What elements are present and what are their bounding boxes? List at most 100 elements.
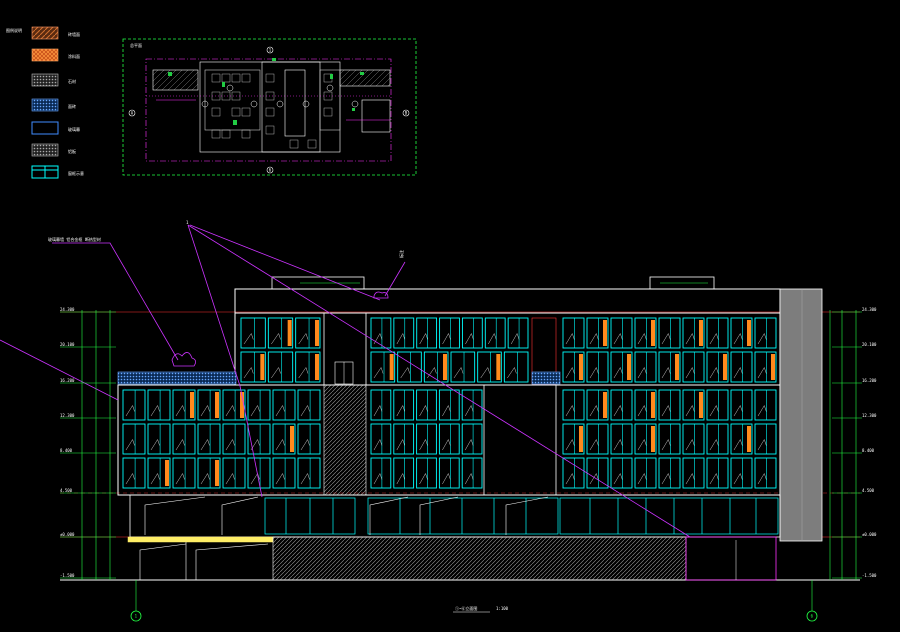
window-bay	[754, 317, 777, 349]
window-bay	[222, 389, 246, 421]
window-bay	[477, 351, 502, 383]
window-bay	[295, 351, 321, 383]
window-bay	[297, 389, 321, 421]
window-bay	[730, 457, 753, 489]
window-bay	[730, 317, 753, 349]
window-bay	[507, 317, 529, 349]
level-mark: 4.500	[60, 488, 73, 493]
plinth-hatch	[272, 536, 687, 581]
window-bay	[267, 351, 294, 383]
site-boundary	[145, 58, 392, 162]
window-bay	[172, 423, 196, 455]
window-bay	[247, 389, 271, 421]
axis-bubble	[402, 109, 410, 117]
drawing-scale: 1:100	[496, 606, 509, 611]
keyplan-title: 总平面	[130, 42, 142, 48]
window-bay	[634, 457, 657, 489]
legend-swatch-window	[31, 165, 59, 179]
legend-label: 涂料面	[68, 53, 80, 59]
level-mark: 20.100	[862, 342, 877, 347]
keyplan-building	[152, 61, 391, 153]
window-bay	[484, 317, 506, 349]
key-plan: 总平面 1 6 A B	[122, 38, 417, 176]
window-bay	[222, 423, 246, 455]
axis-bubble	[266, 46, 274, 54]
window-bay	[461, 457, 483, 489]
terrace-rail	[531, 371, 561, 385]
leader-lines	[0, 224, 691, 538]
window-bay	[393, 317, 415, 349]
window-bay	[416, 423, 437, 455]
level-mark: 16.200	[862, 378, 877, 383]
window-bay	[450, 351, 476, 383]
window-bay	[658, 389, 681, 421]
legend-label: 窗框示意	[68, 170, 84, 176]
window-bay	[658, 351, 681, 383]
window-bay	[586, 423, 609, 455]
level-mark: -1.500	[862, 573, 877, 578]
window-bay	[222, 457, 246, 489]
dimension-right	[829, 310, 857, 580]
window-bay	[682, 351, 705, 383]
level-mark: 8.400	[862, 448, 875, 453]
legend-label: 砖墙面	[68, 31, 80, 37]
window-bay	[586, 351, 609, 383]
window-bay	[393, 423, 415, 455]
atrium	[483, 384, 557, 496]
tree-symbol	[171, 352, 196, 367]
keyplan-frame	[122, 38, 417, 176]
window-bay	[147, 423, 171, 455]
level-mark: 4.500	[862, 488, 875, 493]
window-bay	[240, 317, 266, 349]
window-bay	[634, 389, 657, 421]
podium	[129, 494, 781, 538]
window-bay	[682, 457, 705, 489]
window-bay	[682, 423, 705, 455]
window-bay	[122, 457, 146, 489]
core-upper	[323, 312, 367, 386]
window-bay	[370, 317, 392, 349]
window-bay	[610, 351, 633, 383]
window-bay	[122, 423, 146, 455]
window-bay	[610, 317, 633, 349]
window-bay	[562, 423, 585, 455]
window-bay	[393, 457, 415, 489]
axis-bubble-right	[806, 610, 818, 622]
dimension-left	[81, 310, 111, 580]
window-bay	[706, 317, 729, 349]
window-bay	[295, 317, 321, 349]
level-mark: 20.100	[60, 342, 75, 347]
stair-tower	[779, 288, 823, 542]
window-bay	[438, 423, 460, 455]
window-bay	[370, 389, 392, 421]
window-bay	[370, 457, 392, 489]
axis-label: 1	[135, 614, 138, 619]
axis-bubble-left	[130, 610, 142, 622]
window-bay	[634, 351, 657, 383]
podium-columns	[144, 496, 549, 535]
window-bay	[562, 351, 585, 383]
level-mark: 12.300	[60, 413, 75, 418]
roof-box	[649, 276, 715, 290]
window-bay	[562, 317, 585, 349]
window-bay	[634, 317, 657, 349]
window-bay	[706, 389, 729, 421]
legend-label: 玻璃幕	[68, 126, 80, 132]
window-bay	[247, 423, 271, 455]
legend-swatch-alu	[31, 143, 59, 157]
window-bay	[754, 389, 777, 421]
core-hatch	[323, 384, 367, 496]
legend-title: 图例说明	[6, 27, 22, 33]
keyplan-dim	[146, 95, 390, 121]
window-bay	[586, 317, 609, 349]
axis-label: 1	[269, 48, 272, 53]
window-bay	[197, 457, 221, 489]
window-bay	[754, 457, 777, 489]
window-bay	[416, 457, 437, 489]
window-bay	[503, 351, 529, 383]
legend-swatch-stone	[31, 73, 59, 87]
legend-swatch-tile	[31, 98, 59, 112]
basement-ramps	[139, 542, 269, 580]
window-bay	[416, 389, 437, 421]
